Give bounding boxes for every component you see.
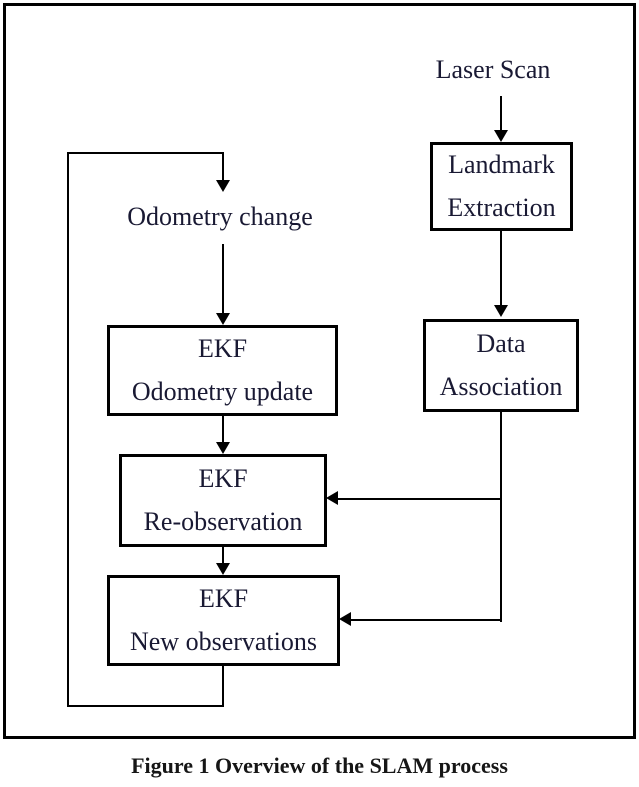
connector-landmark-to-data bbox=[500, 231, 502, 307]
connector-branch-to-newobs bbox=[351, 619, 502, 621]
arrowhead-down-icon bbox=[216, 563, 230, 575]
connector-laser-to-landmark bbox=[500, 96, 502, 132]
connector-odometry-to-ekf bbox=[222, 244, 224, 314]
arrowhead-down-icon bbox=[494, 305, 508, 317]
connector-ekfodo-to-reobs bbox=[222, 416, 224, 444]
arrowhead-left-icon bbox=[339, 612, 351, 626]
connector-branch-to-reobs bbox=[338, 498, 502, 500]
feedback-loop-top-line bbox=[67, 152, 224, 154]
feedback-loop-bottom-line bbox=[67, 705, 224, 707]
ekf-new-observations-node: EKF New observations bbox=[107, 575, 340, 666]
ekf-odometry-update-line1: EKF bbox=[197, 334, 248, 363]
landmark-extraction-line1: Landmark bbox=[448, 150, 555, 179]
ekf-new-observations-line1: EKF bbox=[198, 584, 249, 613]
landmark-extraction-node: Landmark Extraction bbox=[430, 142, 573, 231]
odometry-change-label: Odometry change bbox=[127, 202, 313, 231]
feedback-loop-left-line bbox=[67, 152, 69, 707]
data-association-node: Data Association bbox=[423, 319, 579, 412]
ekf-new-observations-line2: New observations bbox=[129, 627, 317, 656]
data-association-line2: Association bbox=[439, 372, 563, 401]
landmark-extraction-line2: Extraction bbox=[447, 193, 556, 222]
connector-reobs-to-newobs bbox=[222, 547, 224, 565]
arrowhead-down-icon bbox=[494, 130, 508, 142]
arrowhead-down-icon bbox=[216, 313, 230, 325]
laser-scan-label: Laser Scan bbox=[435, 55, 551, 84]
arrowhead-down-icon bbox=[216, 442, 230, 454]
arrowhead-left-icon bbox=[326, 491, 338, 505]
ekf-reobservation-node: EKF Re-observation bbox=[119, 454, 327, 547]
data-association-line1: Data bbox=[476, 329, 526, 358]
ekf-odometry-update-line2: Odometry update bbox=[131, 377, 314, 406]
connector-data-association-down bbox=[500, 412, 502, 622]
arrowhead-down-icon bbox=[216, 180, 230, 192]
feedback-loop-arrow-stem bbox=[222, 152, 224, 182]
ekf-reobservation-line2: Re-observation bbox=[143, 507, 303, 536]
ekf-odometry-update-node: EKF Odometry update bbox=[107, 325, 338, 416]
connector-newobs-to-loop bbox=[222, 666, 224, 707]
figure-caption: Figure 1 Overview of the SLAM process bbox=[131, 753, 508, 778]
diagram-border-frame bbox=[3, 3, 636, 739]
ekf-reobservation-line1: EKF bbox=[198, 464, 248, 493]
